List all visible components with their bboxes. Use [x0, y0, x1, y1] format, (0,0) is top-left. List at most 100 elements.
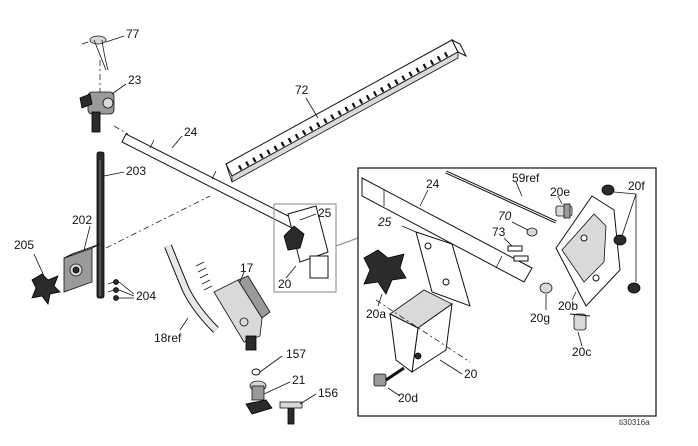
callout-23: 23	[128, 73, 142, 87]
bar-slot	[316, 122, 321, 128]
leader-156	[299, 393, 317, 405]
part-18-hose	[164, 244, 219, 333]
callout-20-small: 20	[278, 277, 292, 291]
bar-slot	[252, 157, 257, 163]
bar-slot	[443, 51, 449, 58]
leader-24	[171, 135, 183, 149]
detail-callout-20b: 20b	[558, 299, 578, 313]
leader-17	[239, 271, 245, 283]
detail-part-24-rod	[361, 177, 533, 283]
detail-part-25-plate	[415, 231, 471, 307]
detail-leader-20d	[387, 387, 401, 397]
leader-157	[259, 355, 283, 373]
part-204-screws	[107, 279, 119, 301]
bar-slot	[237, 164, 243, 171]
part-20-assembly-small	[283, 205, 329, 279]
callout-24: 24	[184, 125, 198, 139]
part-203-vertical-rod	[96, 151, 105, 299]
detail-callout-20c: 20c	[572, 345, 591, 359]
callout-17: 17	[240, 261, 254, 275]
bar-slot	[280, 141, 285, 147]
detail-leader-20f-a	[613, 191, 637, 195]
bar-slot	[380, 86, 385, 93]
bar-slot	[351, 102, 356, 108]
detail-part-20d-screw	[373, 366, 405, 387]
bar-slot	[301, 129, 307, 136]
detail-callout-20d: 20d	[398, 391, 418, 405]
bar-slot	[394, 79, 399, 85]
detail-part-20g-washer	[539, 282, 553, 294]
bar-slot	[323, 118, 328, 124]
detail-leader-24	[419, 189, 429, 207]
leader-202	[83, 225, 91, 251]
detail-leader-73	[503, 237, 513, 247]
detail-part-20e-fitting	[555, 203, 573, 219]
bar-slot	[337, 110, 342, 116]
assembly-axis	[105, 195, 211, 249]
detail-part-20-bracket	[389, 289, 453, 374]
bar-slot	[408, 71, 413, 77]
detail-connector	[335, 237, 359, 247]
detail-leader-20f-b	[621, 193, 637, 237]
detail-callout-25: 25	[377, 215, 392, 229]
detail-callout-20a: 20a	[366, 307, 386, 321]
detail-leader-20e	[557, 195, 563, 205]
bar-slot	[259, 153, 264, 159]
detail-leader-25	[401, 225, 417, 233]
detail-leader-20a	[377, 293, 383, 307]
callout-202: 202	[72, 213, 92, 227]
detail-part-20c-stud	[569, 313, 591, 331]
leader-18ref	[179, 317, 189, 331]
detail-part-59ref	[445, 170, 557, 224]
detail-part-20f-nuts	[601, 184, 641, 294]
detail-leader-59ref	[515, 181, 523, 197]
callout-204: 204	[136, 289, 156, 303]
detail-callout-20: 20	[464, 367, 478, 381]
bar-slot	[436, 55, 442, 62]
callout-157: 157	[286, 347, 306, 361]
bar-slot	[429, 59, 435, 66]
callout-77: 77	[126, 27, 140, 41]
leader-204a	[118, 281, 135, 295]
callout-205: 205	[14, 238, 34, 252]
part-157-oring	[251, 368, 261, 376]
part-17-gun	[195, 261, 271, 351]
detail-callout-24: 24	[426, 177, 440, 191]
leader-77	[105, 35, 125, 43]
bar-slot	[387, 83, 392, 89]
leader-203	[103, 171, 125, 177]
leader-21	[263, 381, 291, 395]
detail-callout-20e: 20e	[550, 185, 570, 199]
bar-slot	[245, 161, 250, 167]
figure-id: ti30316a	[619, 418, 650, 427]
leader-23	[111, 83, 127, 95]
leader-204b	[118, 289, 135, 297]
bar-slot	[422, 63, 427, 69]
part-156-tip	[279, 401, 303, 425]
detail-leader-20c	[577, 331, 583, 347]
leader-205	[33, 253, 45, 277]
part-77-pin	[81, 35, 109, 71]
detail-callout-59ref: 59ref	[512, 171, 540, 185]
callout-203: 203	[126, 164, 146, 178]
detail-axis-20	[375, 299, 471, 363]
detail-callout-20f: 20f	[628, 179, 645, 193]
callout-25-small: 25	[318, 206, 332, 220]
detail-callout-73: 73	[492, 225, 506, 239]
bar-slot	[344, 106, 349, 112]
part-72-slotted-bar	[225, 38, 468, 183]
bar-slot	[401, 75, 406, 81]
callout-18ref: 18ref	[154, 331, 182, 345]
detail-callout-70: 70	[498, 209, 512, 223]
leader-72	[305, 97, 319, 119]
part-21-guard	[245, 380, 273, 415]
detail-reference-box	[273, 203, 337, 293]
part-205-knob	[31, 273, 61, 305]
callout-72: 72	[295, 83, 309, 97]
bar-slot	[273, 145, 278, 151]
bar-slot	[287, 137, 293, 144]
bar-slot	[294, 133, 300, 140]
part-23-clamp	[79, 91, 115, 133]
